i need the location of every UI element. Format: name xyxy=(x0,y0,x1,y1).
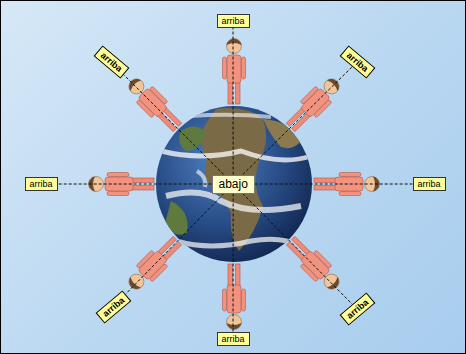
label-text: arriba xyxy=(30,178,53,190)
direction-label-box: arriba xyxy=(217,14,250,28)
dashed-connector xyxy=(243,67,352,175)
direction-label-box: arriba xyxy=(93,45,129,78)
direction-label-box: arriba xyxy=(339,45,375,78)
dashed-connector xyxy=(233,28,234,175)
dashed-connector xyxy=(58,184,212,185)
person-figure xyxy=(282,232,345,295)
dashed-connector xyxy=(243,194,352,305)
direction-label-box: arriba xyxy=(339,292,375,325)
label-text: arriba xyxy=(222,333,245,345)
direction-label-box: arriba xyxy=(25,177,58,191)
label-text: arriba xyxy=(222,15,245,27)
label-text: arriba xyxy=(98,49,125,74)
dashed-connector xyxy=(255,184,413,185)
label-text: arriba xyxy=(344,296,371,321)
dashed-connector xyxy=(233,194,234,333)
label-text: arriba xyxy=(418,178,441,190)
center-label-box: abajo xyxy=(212,175,255,194)
earth-land xyxy=(161,108,311,251)
direction-label-box: arriba xyxy=(413,177,446,191)
person-figure xyxy=(123,73,186,136)
person-figure xyxy=(223,264,246,330)
dashed-connector xyxy=(125,194,224,295)
direction-label-box: arriba xyxy=(217,332,250,346)
label-text: arriba xyxy=(100,294,127,319)
label-text: abajo xyxy=(219,177,248,192)
dashed-connector xyxy=(123,74,223,174)
person-figure xyxy=(223,39,246,105)
direction-label-box: arriba xyxy=(95,290,131,323)
